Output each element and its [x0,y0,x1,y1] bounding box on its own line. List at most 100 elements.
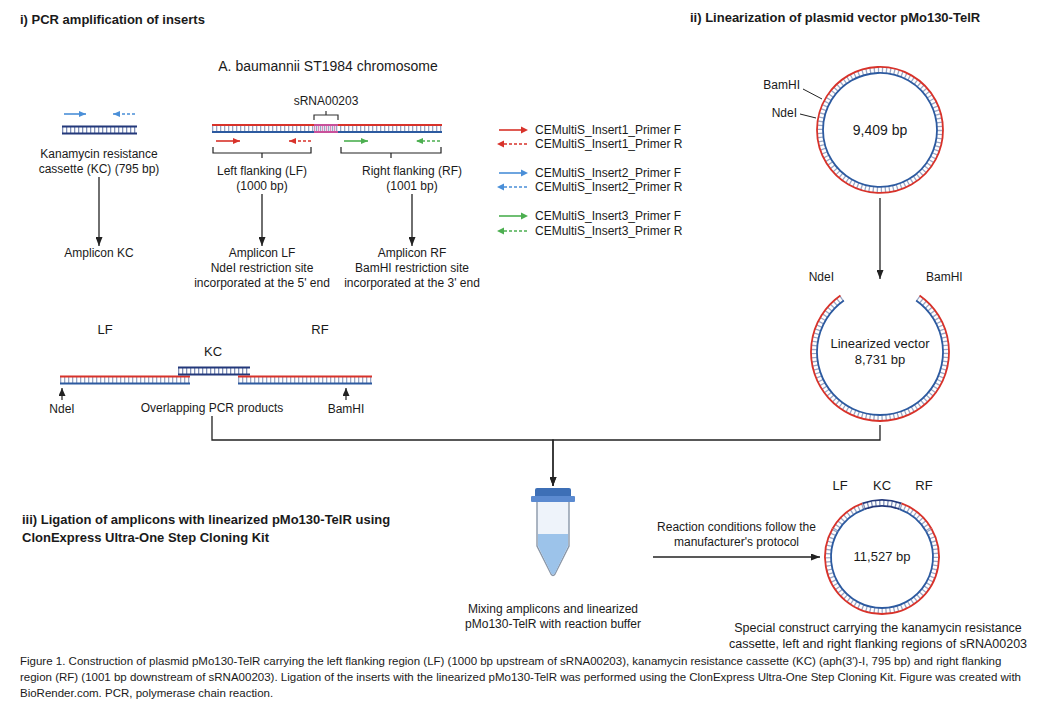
chromosome-dna [212,131,442,133]
kc-primer-arrows [64,113,86,115]
connector-arrow [411,194,412,246]
flank-primer-arrows [289,140,311,142]
legend-sample [497,125,529,135]
overlap-dna [60,377,190,384]
node-text: Kanamycin resistance cassette (KC) (795 … [33,147,165,177]
plasmid-circle: 9,409 bp [812,62,948,198]
overlap-dna [238,376,372,378]
legend-text: CEMultiS_Insert2_Primer R [535,180,682,194]
legend-entry: CEMultiS_Insert1_Primer F [497,123,681,137]
site-label: NdeI [772,106,797,121]
primer-arrow-sample [499,172,521,174]
flank-primer-arrows [416,140,440,142]
node-text: NdeI restriction site incorporated at th… [187,261,337,291]
flank-label: Left flanking (LF) (1000 bp) [207,164,317,194]
primer-arrow-sample [499,129,521,131]
flank-primer-arrows [216,140,240,142]
srna-bracket [314,111,338,120]
node-text: Right flanking (RF) (1001 bp) [357,164,467,194]
overlap-dna [60,368,372,384]
primer-arrow-sample [521,170,528,177]
plasmid-drawing [823,73,937,187]
connector-arrow [553,425,880,486]
legend-entry: CEMultiS_Insert2_Primer F [497,166,681,180]
leader-lines [800,114,816,118]
node-text: Amplicon LF [187,246,337,261]
flank-brackets [213,147,311,158]
srna-label: sRNA00203 [294,94,359,109]
primer-arrow-sample [499,215,521,217]
final-drawing [838,509,865,531]
tube-drawing [531,496,575,502]
part-label: RF [915,478,932,494]
legend-text: CEMultiS_Insert1_Primer F [535,123,681,137]
legend-text: CEMultiS_Insert3_Primer F [535,209,681,223]
primer-arrow-sample [497,184,504,191]
site-label: NdeI [49,402,74,417]
linearized-vector: Linearized vector8,731 bp [807,279,953,425]
linear-drawing [814,298,946,418]
kc-dna [62,127,137,134]
primer-arrow-sample [504,230,527,232]
node-text: Linearized vector [831,336,930,352]
overlap-dna [60,376,190,378]
final-drawing [899,509,926,531]
legend-entry: CEMultiS_Insert3_Primer F [497,209,681,223]
part-label: RF [311,322,328,338]
connector-label: Reaction conditions follow the manufactu… [652,520,822,550]
kc-dna [62,126,137,128]
flank-label: Right flanking (RF) (1001 bp) [357,164,467,194]
section-heading: i) PCR amplification of inserts [20,12,205,28]
figure-caption: Figure 1. Construction of plasmid pMo130… [20,653,1032,701]
final-drawing [863,500,902,503]
final-drawing [831,532,933,608]
overlap-dna [178,374,250,376]
node-text: Overlapping PCR products [141,401,284,416]
site-arrows [61,388,62,400]
primer-arrow-sample [504,143,527,145]
chromosome-dna [212,125,442,132]
node-text: 8,731 bp [855,352,906,368]
construct-circle: 11,527 bp [820,495,944,619]
node-text: Amplicon RF [337,246,487,261]
tube-drawing [521,486,585,578]
kc-primer-arrows [113,113,135,115]
kc-primer-arrows [64,114,135,115]
part-label: KC [873,478,891,494]
leader-lines [803,89,822,99]
primer-arrow-sample [521,127,528,134]
linear-drawing [817,300,943,415]
overlap-dna [238,383,372,385]
node-text: 11,527 bp [854,549,911,565]
site-label: BamHI [763,78,800,93]
amplicon-label: Amplicon LFNdeI restriction site incorpo… [187,246,337,291]
final-drawing [865,506,900,509]
legend-entry: CEMultiS_Insert2_Primer R [497,180,682,194]
part-label: LF [97,322,112,338]
connector-arrow [653,556,820,557]
legend-sample [497,168,529,178]
chromosome-title: A. baumannii ST1984 chromosome [218,58,437,75]
plasmid-drawing [817,67,943,193]
node-text: Mixing amplicons and linearized pMo130-T… [453,602,653,632]
section-heading: ii) Linearization of plasmid vector pMo1… [690,10,980,26]
reaction-tube: Mixing amplicons and linearized pMo130-T… [453,486,653,632]
tube-drawing [538,534,568,575]
site-label: NdeI [809,270,834,285]
overlap-dna [178,368,250,375]
flank-primer-arrows [344,140,368,142]
legend-text: CEMultiS_Insert3_Primer R [535,224,682,238]
primer-arrow-sample [504,186,527,188]
connector-arrow [212,416,553,486]
chromosome-dna [314,125,338,132]
site-arrows [345,388,346,400]
final-drawing [902,503,932,528]
connector-arrow [879,198,880,279]
kc-dna [62,133,137,135]
node-text: 9,409 bp [853,122,908,139]
kc-dna [62,127,137,134]
overlap-dna [238,377,372,384]
flank-primer-arrows [216,141,440,142]
gene-label: Kanamycin resistance cassette (KC) (795 … [33,147,165,177]
